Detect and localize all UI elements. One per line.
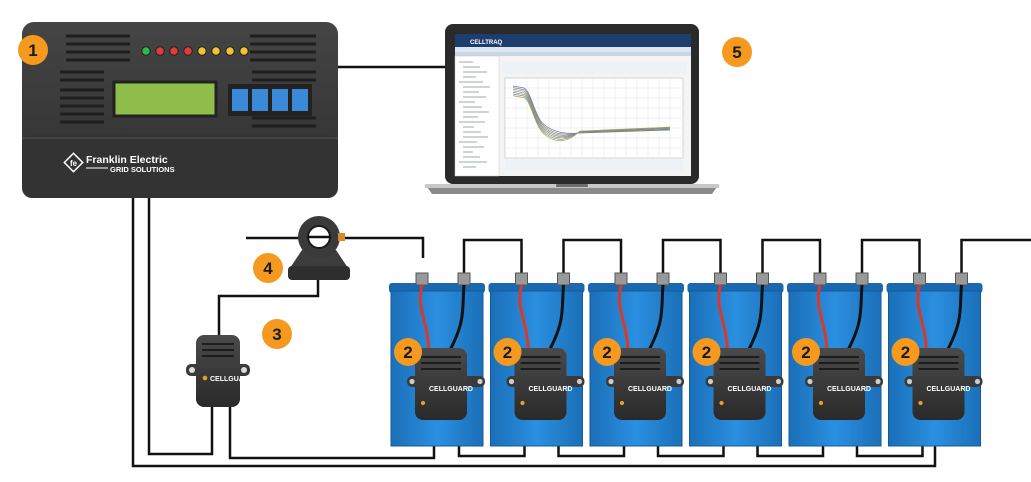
callout-label: 2: [901, 343, 910, 362]
franklin-logo: fe: [63, 152, 84, 173]
cellguard-module: [614, 348, 666, 420]
keypad-button: [292, 89, 308, 111]
status-led: [211, 46, 221, 56]
module-label: CELLGUARD: [728, 386, 772, 393]
module-label: CELLGUARD: [529, 386, 573, 393]
svg-text:fe: fe: [70, 159, 78, 168]
app-title: CELLTRAQ: [470, 40, 503, 46]
controller-bus-inner: [147, 197, 214, 456]
status-led: [169, 46, 179, 56]
callout-label: 2: [602, 343, 611, 362]
sensor-hub: CELLGUARD: [186, 335, 254, 407]
keypad-button: [252, 89, 268, 111]
battery-callouts: 2 2 2 2 2 2: [394, 338, 920, 366]
callout-controller: 1: [18, 35, 48, 65]
callout-laptop: 5: [722, 37, 752, 67]
battery-cell: CELLGUARD: [488, 272, 585, 447]
callout-label: 2: [702, 343, 711, 362]
status-leds: [141, 46, 249, 56]
callout-label: 5: [732, 43, 741, 62]
callout-battery-sensor: 2: [891, 338, 920, 366]
cellguard-module: [813, 348, 865, 420]
callout-label: 1: [28, 41, 37, 60]
module-label: CELLGUARD: [927, 386, 971, 393]
callout-battery-sensor: 2: [394, 338, 422, 366]
callout-battery-sensor: 2: [593, 338, 621, 366]
cellguard-module: [415, 348, 467, 420]
brand-sub: GRID SOLUTIONS: [110, 165, 175, 174]
keypad-button: [272, 89, 288, 111]
battery-interconnects: [462, 238, 1031, 273]
controller-vents: [60, 34, 316, 128]
module-label: CELLGUARD: [827, 386, 871, 393]
battery-cell: CELLGUARD: [588, 272, 684, 447]
cellguard-module: [912, 348, 965, 420]
callout-battery-sensor: 2: [493, 338, 522, 366]
status-led: [155, 46, 165, 56]
status-led: [183, 46, 193, 56]
keypad-button: [232, 89, 248, 111]
module-label: CELLGUARD: [628, 386, 672, 393]
lcd-display: [112, 80, 218, 118]
cellguard-module: [713, 348, 766, 420]
cellguard-module: [514, 348, 567, 420]
battery-cell: CELLGUARD: [389, 272, 485, 447]
status-led: [239, 46, 249, 56]
status-led: [141, 46, 151, 56]
current-sensor: [288, 216, 350, 280]
battery-cell: CELLGUARD: [787, 272, 883, 447]
status-led: [197, 46, 207, 56]
status-led: [225, 46, 235, 56]
battery-cell: CELLGUARD: [687, 272, 784, 447]
sensor-hub-label: CELLGUARD: [210, 376, 254, 383]
callout-battery-sensor: 2: [692, 338, 721, 366]
callout-current-sensor: 4: [253, 253, 283, 283]
callout-label: 2: [503, 343, 512, 362]
module-label: CELLGUARD: [429, 386, 473, 393]
callout-battery-sensor: 2: [792, 338, 820, 366]
grid-controller: fe Franklin Electric GRID SOLUTIONS: [22, 22, 338, 198]
battery-cell: CELLGUARD: [886, 272, 983, 447]
callout-label: 2: [801, 343, 810, 362]
callout-label: 2: [403, 343, 412, 362]
callout-sensor-hub: 3: [262, 319, 292, 349]
callout-label: 3: [272, 325, 281, 344]
callout-label: 4: [263, 259, 273, 278]
battery-string: CELLGUARD CELLGUARD CELLGUARD CELLGUARD CELL…: [389, 272, 983, 447]
current-sensor-lead: [217, 280, 320, 335]
keypad: [228, 84, 312, 116]
laptop: CELLTRAQ: [425, 24, 719, 194]
brand-name: Franklin Electric: [86, 154, 168, 166]
